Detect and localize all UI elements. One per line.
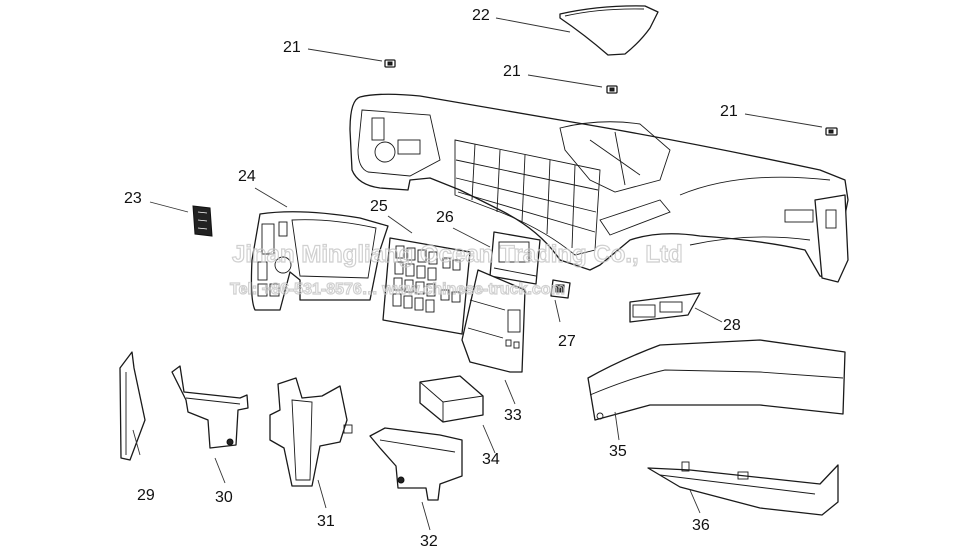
dashboard-main-body: [349, 93, 849, 283]
leader-26: [452, 227, 491, 248]
part-30-bracket: [171, 365, 249, 449]
part-36-glove-box: [647, 461, 839, 516]
part-29-side-bracket: [119, 351, 146, 461]
leader-21c: [744, 113, 823, 128]
callout-29: 29: [137, 487, 155, 504]
callout-36: 36: [692, 517, 710, 534]
part-31-center-support: [269, 377, 353, 487]
leader-30: [214, 457, 226, 484]
callouts: 21 21 21 22 23 24 25 26 27 28 29 30 31 3…: [124, 7, 741, 550]
callout-26: 26: [436, 209, 454, 226]
watermark-line-2: Tel: +86-531-8576… www.chinese-truck.com: [230, 281, 565, 298]
part-28-vent-housing: [629, 292, 701, 323]
leader-35: [614, 411, 620, 441]
callout-35: 35: [609, 443, 627, 460]
leader-25: [387, 215, 413, 234]
part-35-lower-trim: [587, 339, 846, 421]
leader-27: [554, 299, 561, 323]
leader-21a: [307, 48, 383, 62]
callout-33: 33: [504, 407, 522, 424]
leader-21b: [527, 74, 603, 88]
leader-36: [689, 489, 701, 514]
callout-21b: 21: [503, 63, 521, 80]
part-26-radio-bezel: [489, 231, 541, 285]
callout-23: 23: [124, 190, 142, 207]
part-27-switch: [550, 279, 571, 299]
leader-32: [421, 501, 431, 531]
watermark: Jinan Mingliang Ocean Trading Co., Ltd T…: [229, 240, 683, 298]
part-32-bracket: [369, 427, 463, 501]
callout-24: 24: [238, 168, 256, 185]
leader-29: [132, 429, 141, 456]
part-21-clip-c: [825, 127, 838, 136]
callout-21c: 21: [720, 103, 738, 120]
callout-30: 30: [215, 489, 233, 506]
leader-23: [149, 201, 189, 213]
leader-22: [495, 17, 571, 33]
part-33-console-panel: [461, 269, 526, 373]
leader-31: [317, 479, 327, 509]
callout-21a: 21: [283, 39, 301, 56]
part-23-vent: [192, 205, 213, 237]
leader-34: [482, 424, 496, 454]
part-21-clip-a: [384, 59, 396, 68]
callout-28: 28: [723, 317, 741, 334]
part-22-cover-panel: [559, 5, 659, 56]
part-24-cluster-bezel: [250, 211, 389, 311]
callout-27: 27: [558, 333, 576, 350]
leader-28: [694, 307, 723, 323]
part-21-clip-b: [606, 85, 618, 94]
leader-lines: [132, 17, 823, 531]
callout-25: 25: [370, 198, 388, 215]
leader-33: [504, 379, 516, 405]
callout-34: 34: [482, 451, 500, 468]
part-34-storage-box: [419, 375, 484, 423]
callout-32: 32: [420, 533, 438, 550]
leader-24: [254, 187, 288, 208]
part-25-switch-panel: [382, 237, 471, 335]
callout-22: 22: [472, 7, 490, 24]
watermark-line-1: Jinan Mingliang Ocean Trading Co., Ltd: [232, 241, 683, 268]
callout-31: 31: [317, 513, 335, 530]
